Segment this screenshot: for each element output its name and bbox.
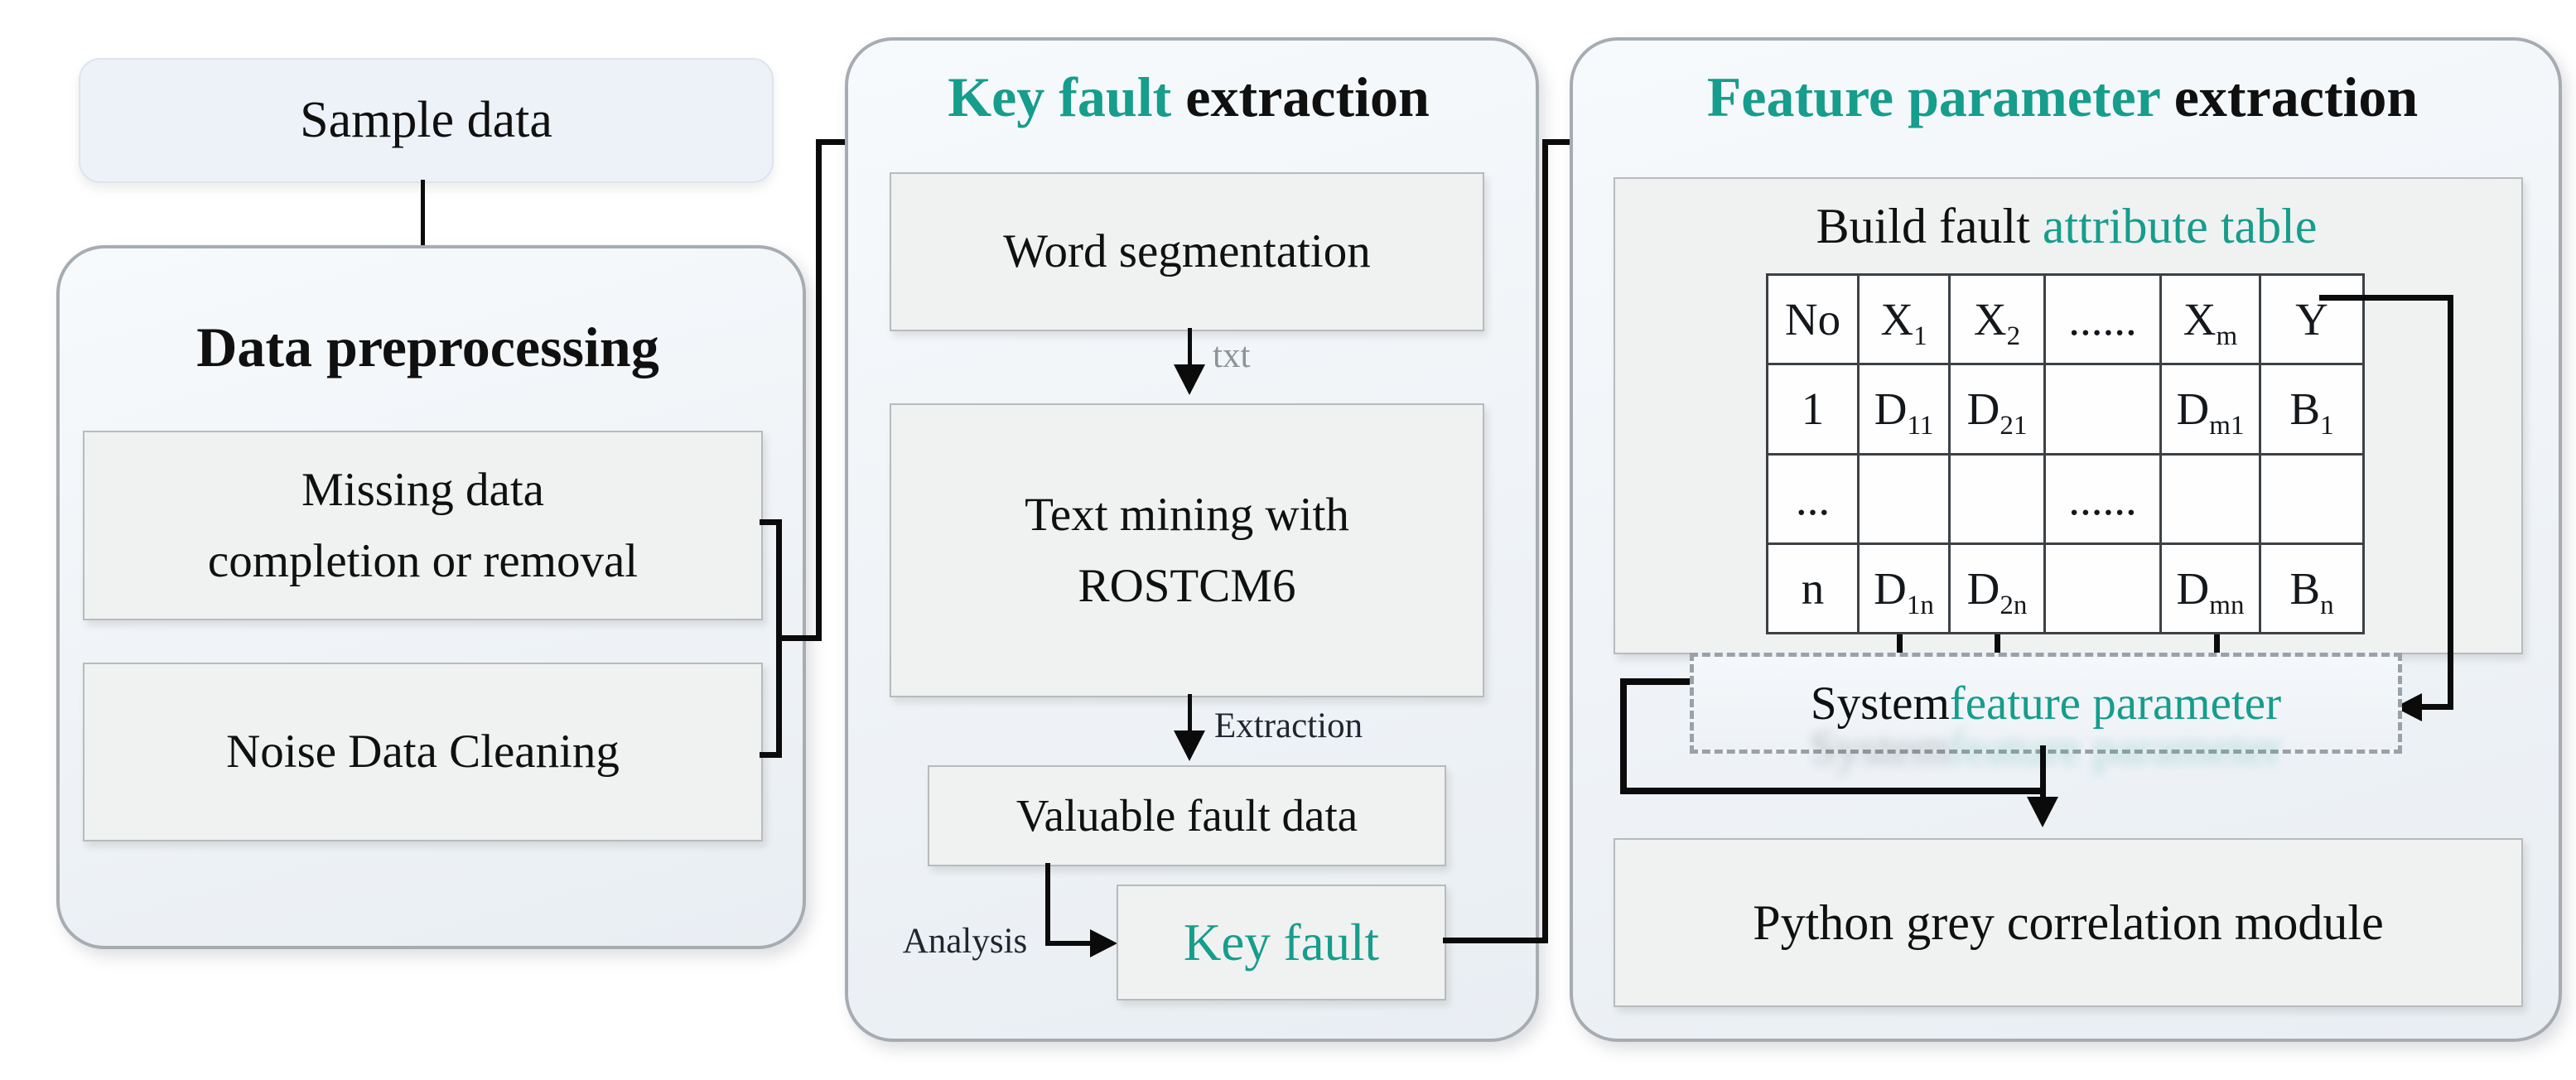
- table-cell: Y: [2259, 272, 2365, 366]
- valuable-fault-data-box: Valuable fault data: [928, 765, 1446, 866]
- table-cell: [2043, 542, 2162, 635]
- table-cell: D11: [1857, 363, 1951, 456]
- merge-down-vertical: [1620, 678, 1627, 794]
- system-label-teal: feature parameter: [1949, 677, 2282, 730]
- table-cell: X1: [1857, 272, 1951, 366]
- key-fault-title-rest: extraction: [1171, 65, 1430, 128]
- connector-noise-stub: [760, 752, 782, 758]
- y-down-vertical: [2448, 295, 2453, 707]
- table-cell: Dmn: [2159, 542, 2261, 635]
- system-feature-parameter-box: System feature parameter: [1690, 653, 2402, 754]
- table-cell: [2159, 452, 2261, 545]
- table-cell: [2043, 363, 2162, 456]
- build-fault-heading-teal: attribute table: [2029, 199, 2318, 253]
- arrow-sample-stem: [421, 180, 425, 272]
- sample-data-label: Sample data: [300, 92, 552, 148]
- table-cell: D1n: [1857, 542, 1951, 635]
- arrow-extraction-stem: [1188, 694, 1192, 735]
- word-segmentation-label: Word segmentation: [1003, 225, 1371, 278]
- noise-data-label: Noise Data Cleaning: [226, 726, 620, 779]
- table-cell: Xm: [2159, 272, 2261, 366]
- word-segmentation-box: Word segmentation: [890, 172, 1484, 331]
- missing-data-box: Missing data completion or removal: [83, 431, 763, 620]
- table-row: .........: [1766, 452, 2365, 545]
- table-cell: D21: [1948, 363, 2046, 456]
- table-cell: ......: [2043, 452, 2162, 545]
- table-cell: 1: [1766, 363, 1860, 456]
- table-cell: ...: [1766, 452, 1860, 545]
- text-mining-line2: ROSTCM6: [1078, 559, 1296, 612]
- data-preprocessing-title: Data preprocessing: [196, 316, 659, 378]
- table-cell: [1857, 452, 1951, 545]
- arrow-python-stem: [2040, 745, 2046, 802]
- noise-data-box: Noise Data Cleaning: [83, 663, 763, 841]
- feature-title-rest: extraction: [2159, 65, 2419, 128]
- table-cell: [2259, 452, 2365, 545]
- python-grey-correlation-label: Python grey correlation module: [1753, 895, 2384, 950]
- python-grey-correlation-box: Python grey correlation module: [1614, 838, 2523, 1007]
- keyfault-up-vertical: [1542, 139, 1548, 943]
- table-cell: n: [1766, 542, 1860, 635]
- arrow-txt-stem: [1188, 328, 1192, 369]
- table-cell: No: [1766, 272, 1860, 366]
- table-cell: Bn: [2259, 542, 2365, 635]
- system-label-black: System: [1810, 677, 1950, 730]
- merge-right-horizontal: [1620, 788, 2044, 794]
- table-cell: ......: [2043, 272, 2162, 366]
- key-fault-title-accent: Key fault: [948, 65, 1172, 128]
- table-cell: X2: [1948, 272, 2046, 366]
- keyfault-out-horizontal: [1443, 938, 1548, 943]
- arrow-down-icon: [1174, 730, 1205, 761]
- analysis-elbow-vertical: [1045, 863, 1050, 946]
- txt-label: txt: [1213, 336, 1251, 375]
- table-cell: B1: [2259, 363, 2365, 456]
- keyfault-entry-horizontal: [1542, 139, 1588, 145]
- feature-title-accent: Feature parameter: [1706, 65, 2160, 128]
- extraction-label: Extraction: [1214, 706, 1363, 745]
- key-fault-box: Key fault: [1117, 885, 1446, 1000]
- text-mining-line1: Text mining with: [1025, 489, 1349, 541]
- arrow-down-icon: [1174, 364, 1205, 395]
- text-mining-box: Text mining with ROSTCM6: [890, 403, 1484, 697]
- table-cell: D2n: [1948, 542, 2046, 635]
- analysis-label: Analysis: [902, 922, 1028, 961]
- arrow-right-icon: [1090, 929, 1117, 957]
- arrow-down-icon: [2027, 797, 2058, 827]
- table-cell: Dm1: [2159, 363, 2261, 456]
- build-fault-heading: Build fault attribute table: [1614, 199, 2520, 253]
- y-in-horizontal: [2419, 704, 2453, 710]
- key-fault-extraction-title: Key fault extraction: [845, 66, 1532, 128]
- sample-data-box: Sample data: [79, 58, 774, 183]
- feature-parameter-title: Feature parameter extraction: [1570, 66, 2555, 128]
- missing-data-line1: Missing data: [301, 464, 544, 516]
- connector-entry-horizontal: [816, 139, 861, 145]
- y-out-horizontal: [2319, 295, 2453, 301]
- valuable-fault-data-label: Valuable fault data: [1015, 789, 1358, 841]
- connector-missing-stub: [760, 519, 782, 525]
- analysis-elbow-horizontal: [1045, 941, 1093, 946]
- key-fault-label: Key fault: [1183, 913, 1380, 972]
- connector-up-vertical: [816, 139, 822, 641]
- connector-bracket-mid: [776, 635, 822, 641]
- missing-data-line2: completion or removal: [207, 534, 639, 587]
- table-cell: [1948, 452, 2046, 545]
- build-fault-heading-black: Build fault: [1816, 199, 2030, 253]
